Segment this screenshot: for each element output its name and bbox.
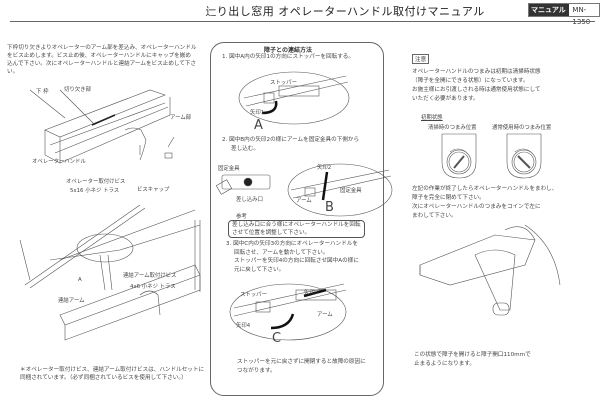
- warning-line: ストッパーを元に戻さずに開閉すると故障の原因に: [237, 359, 366, 365]
- warning-text: ストッパーを元に戻さずに開閉すると故障の原因に つながります。: [237, 358, 366, 376]
- label-stopper: ストッパー: [270, 80, 297, 86]
- label-detail-c: C: [272, 331, 282, 346]
- connection-method-panel: [210, 42, 384, 396]
- reference-line: させて位置を調整して下さい。: [232, 230, 311, 236]
- window-illustration: [19, 204, 201, 341]
- detail-b-illustration: [287, 163, 393, 217]
- label-stopper-c: ストッパー: [240, 292, 267, 298]
- manual-number: MN-1350: [572, 6, 591, 26]
- label-arm: アーム部: [170, 115, 192, 121]
- label-arm-c: アーム: [317, 312, 333, 318]
- warning-line: つながります。: [237, 368, 276, 374]
- manual-number-label: マニュアル番号: [529, 4, 570, 26]
- after-line: 次にオペレーターハンドルのつまみをコインで左に: [412, 204, 541, 210]
- step-3-line: 回転させ、アームを動かして下さい。: [234, 249, 329, 256]
- intro-line: 下枠切り欠きよりオペレーターのアーム部を差込み、オペレーターハンドル: [7, 45, 197, 51]
- reference-label: 参考: [236, 214, 247, 220]
- label-screw-spec: 5x16 小ネジ トラス: [70, 188, 120, 194]
- after-line: 障子を完全に閉めて下さい。: [412, 195, 485, 201]
- step-3-line: ストッパーを矢印4の方向に回転させ図中Aの様に: [234, 258, 359, 264]
- fixture-illustration: [216, 174, 271, 195]
- step-1: 1. 図中A内の矢印1の方向にストッパーを回転する。: [222, 54, 354, 60]
- label-arrow3: 矢印3: [304, 290, 319, 296]
- after-line: 左記の作業が終了したらオペレーターハンドルをまわし、: [412, 186, 558, 192]
- label-handle: オペレーターハンドル: [32, 159, 86, 165]
- cleaning-position-label: 清掃時のつまみ位置: [428, 125, 477, 131]
- connection-heading: 障子との連結方法: [264, 47, 312, 54]
- note-line: オペレーターハンドルのつまみは初期は清掃時状態: [412, 69, 541, 75]
- label-screw: オペレーター取付けビス: [66, 179, 126, 185]
- manual-number-badge: マニュアル番号 MN-1350: [528, 3, 600, 26]
- label-insert: 差し込み口: [236, 197, 263, 203]
- step-3-line: 元に戻して下さい。: [234, 266, 285, 273]
- note-label: 注意: [412, 54, 430, 64]
- result-text: この状態で障子を開けると障子開口110mmで 止まるようになります。: [414, 351, 531, 369]
- after-line: まわして下さい。: [412, 213, 457, 219]
- label-link-screw: 連結アーム取付けビス: [123, 273, 177, 279]
- note-line: お施主様にお引渡しされる時は通常使用状態にして: [412, 87, 541, 93]
- footnote-line: ＊オペレーター取付けビス、連結アーム取付けビスは、ハンドルセットに: [20, 367, 205, 373]
- intro-line: をビス止めします。ビス止め後、オペレーターハンドルにキャップを嵌め: [7, 53, 191, 59]
- step-2-line: 2. 図中B内の矢印2の様にアームを固定金具の下側から: [222, 137, 360, 143]
- note-text: オペレーターハンドルのつまみは初期は清掃時状態 （障子を全開にできる状態）になっ…: [412, 68, 541, 104]
- after-text: 左記の作業が終了したらオペレーターハンドルをまわし、 障子を完全に閉めて下さい。…: [412, 185, 557, 221]
- label-fixture2: 固定金具: [340, 188, 362, 194]
- label-detail-b: B: [325, 200, 334, 215]
- detail-c-illustration: [229, 283, 347, 341]
- intro-text: 下枠切り欠きよりオペレーターのアーム部を差込み、オペレーターハンドル をビス止め…: [7, 44, 207, 76]
- detail-a-illustration: [238, 71, 350, 125]
- label-fixture: 固定金具: [218, 166, 240, 172]
- label-arrow1: 矢印1: [250, 110, 265, 116]
- label-link-arm: 連結アーム: [58, 298, 85, 304]
- page-title: 辷り出し窓用 オペレーターハンドル取付けマニュアル: [205, 5, 485, 18]
- label-a: A: [78, 277, 82, 283]
- label-arrow4: 矢印4: [236, 323, 251, 329]
- label-arm-b: アーム: [296, 198, 312, 204]
- label-lower-frame: 下 枠: [36, 89, 49, 95]
- note-line: いただく必要があります。: [412, 96, 479, 102]
- reference-line: 差し込み口に合う様にオペレーターハンドルを回転: [232, 222, 361, 228]
- header-divider: [10, 21, 595, 22]
- footnote: ＊オペレーター取付けビス、連結アーム取付けビスは、ハンドルセットに 同梱されてい…: [20, 366, 210, 382]
- step-2-line: 差し込む。: [231, 146, 259, 152]
- step-3: 3. 図中C内の矢印3の方向にオペレーターハンドルを 回転させ、アームを動かして…: [226, 240, 359, 274]
- frame-illustration-top: [29, 89, 175, 164]
- label-arrow2: 矢印2: [317, 165, 332, 171]
- step-2: 2. 図中B内の矢印2の様にアームを固定金具の下側から 差し込む。: [222, 136, 359, 154]
- result-line: この状態で障子を開けると障子開口110mmで: [414, 352, 531, 358]
- label-cap: ビスキャップ: [137, 187, 170, 193]
- handle-crank-illustration: [419, 225, 561, 316]
- step-3-line: 3. 図中C内の矢印3の方向にオペレーターハンドルを: [226, 241, 358, 247]
- label-detail-a: A: [254, 118, 263, 133]
- result-line: 止まるようになります。: [414, 361, 475, 367]
- reference-note: 差し込み口に合う様にオペレーターハンドルを回転 させて位置を調整して下さい。: [228, 220, 365, 238]
- label-notch: 切り欠き部: [64, 87, 91, 93]
- intro-line: 込んで下さい。次にオペレーターハンドルと連結アームをビス止めして下さい。: [7, 61, 197, 75]
- knob-normal-icon: [506, 133, 542, 179]
- footnote-line: 同梱されています。（必ず同梱されているビスを使用して下さい。）: [20, 375, 187, 381]
- note-line: （障子を全開にできる状態）になっています。: [412, 78, 529, 84]
- normal-position-label: 通常使用時のつまみ位置: [492, 125, 552, 131]
- initial-state-label: 初期状態: [421, 115, 443, 121]
- label-link-screw-spec: 4x6 小ネジ トラス: [130, 284, 176, 290]
- knob-cleaning-icon: [441, 133, 477, 179]
